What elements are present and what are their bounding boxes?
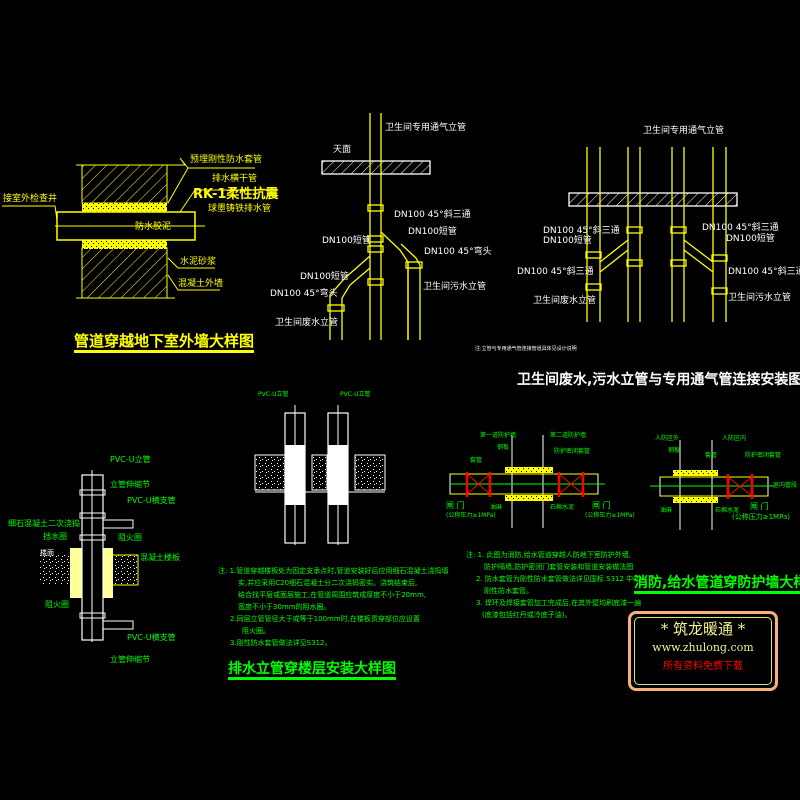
label-mortar: 水泥砂浆 xyxy=(180,257,217,267)
label-pressure: (公称压力≥1MPa) xyxy=(585,512,635,519)
note-line: 3. 焊环及焊接套管加工完成后,在其外壁均刷底漆一遍 xyxy=(476,599,642,607)
label-asbestos: 石棉水泥 xyxy=(550,504,575,511)
label-waste-riser-2: 卫生间废水立管 xyxy=(533,296,597,306)
label-wall1: 第一道防护墙 xyxy=(480,432,517,439)
label-pipe-l: 套管 xyxy=(470,457,483,464)
note-line: 刚性防水套管。 xyxy=(484,587,533,595)
title-wall-penetration: 管道穿越地下室外墙大样图 xyxy=(74,334,255,353)
note-line: 防护隔墙,防护密闭门套管安装和管道安装做法图 xyxy=(484,563,634,571)
riser-floor-section xyxy=(40,470,139,642)
label-pressure-r: (公称压力≥1MPa) xyxy=(732,513,791,521)
label-tee-r: DN100 45°斜三通 xyxy=(702,223,779,233)
protective-wall-detail-right xyxy=(650,440,775,530)
label-wall: 混凝土外墙 xyxy=(178,279,224,289)
label-vent-riser: 卫生间专用通气立管 xyxy=(385,123,467,133)
label-floor: 楼面 xyxy=(40,549,54,557)
title-vent-connection: 卫生间废水,污水立管与专用通气管连接安装图 xyxy=(517,372,800,388)
label-expansion-2: 立管伸缩节 xyxy=(110,655,150,664)
label-tee-r2: DN100 45°斜三通 xyxy=(728,267,800,277)
label-fine-concrete: 细石混凝土二次浇捣 xyxy=(8,519,80,528)
label-pressure-l: (公称压力≥1MPa) xyxy=(446,512,496,519)
label-valve: 闸 门 xyxy=(592,501,611,510)
label-sleeve-r: 防护密闭套管 xyxy=(745,452,782,459)
label-vent-riser-2: 卫生间专用通气立管 xyxy=(643,126,725,136)
zhulong-logo-box: * 筑龙暖通 * www.zhulong.com 所有资料免费下载 xyxy=(628,611,778,691)
label-short-l: DN100短管 xyxy=(543,236,592,246)
logo-url[interactable]: www.zhulong.com xyxy=(652,641,754,654)
label-valve-r: 闸 门 xyxy=(750,502,769,511)
label-plate-r: 钢板 xyxy=(668,447,681,454)
label-pvc-branch: PVC-U横支管 xyxy=(127,496,176,505)
label-short-pipe-l: DN100短管 xyxy=(322,236,371,246)
notes-floor: 注: 1.管道穿越楼板处为固定支承点时,管道安装好后应用细石混凝土浇捣填 实,并… xyxy=(218,565,449,649)
note-line: 2.同层立管管径大于或等于100mm时,在楼板贯穿部位应设置 xyxy=(230,615,420,623)
riser-slab-pair xyxy=(254,405,386,545)
label-pvc-branch-2: PVC-U横支管 xyxy=(127,633,176,642)
label-sleeve: 预埋刚性防水套管 xyxy=(190,155,263,165)
label-rk1: RK-1柔性抗震 xyxy=(193,187,279,202)
vent-connection-single xyxy=(321,113,431,340)
label-slab: 混凝土楼板 xyxy=(140,553,180,562)
label-short-r: DN100短管 xyxy=(726,234,775,244)
notes-protect: 注: 1. 此图为消防,给水管道穿越人防地下室防护外墙, 防护隔墙,防护密闭门套… xyxy=(466,549,641,621)
label-hemp-r: 油麻 xyxy=(660,507,673,514)
logo-name: * 筑龙暖通 * xyxy=(660,620,746,638)
label-sealant: 防水胶泥 xyxy=(135,222,172,232)
label-outside: 人防区外 xyxy=(655,435,680,442)
label-plate: 钢板 xyxy=(497,444,510,451)
label-waste-riser: 卫生间废水立管 xyxy=(275,318,339,328)
label-main-pipe: 排水横干管 xyxy=(212,174,258,184)
note-line: 注: 1. 此图为消防,给水管道穿越人防地下室防护外墙, xyxy=(466,551,631,559)
note-vent: 注:立管与专用通气管连接管道具体见设计说明 xyxy=(475,346,577,352)
note-line: 3.刚性防水套管做法详见S312。 xyxy=(230,639,332,647)
note-line: (底漆包括红丹或冷底子油)。 xyxy=(482,611,572,619)
label-tee-l: DN100 45°斜三通 xyxy=(543,226,620,236)
title-protective-wall: 消防,给水管道穿防护墙大样图 xyxy=(634,576,800,594)
label-hemp: 油麻 xyxy=(490,504,503,511)
note-line: 2. 防水套管为刚性防水套管做法详见国标 S312 中的 xyxy=(476,575,641,583)
vent-connection-double xyxy=(568,147,738,322)
label-valve-l: 闸 门 xyxy=(446,501,465,510)
label-water-ring: 挡水圈 xyxy=(43,532,67,541)
label-tee: DN100 45°斜三通 xyxy=(394,210,471,220)
label-pvc-riser: PVC-U立管 xyxy=(110,455,151,464)
label-fire-collar: 阻火圈 xyxy=(118,533,142,542)
label-fire-collar-2: 阻火圈 xyxy=(45,600,69,609)
note-line: 结合找平层或面层施工,在管道周围应筑成厚度不小于20mm, xyxy=(238,591,426,599)
protective-wall-detail-left xyxy=(449,435,605,528)
label-elbow-l: DN100 45°弯头 xyxy=(270,289,338,299)
label-short-pipe-l2: DN100短管 xyxy=(300,272,349,282)
label-cast-iron: 球墨铸铁排水管 xyxy=(208,204,272,214)
note-line: 实,并应采用C20细石混凝土分二次浇捣密实。浇筑结束后, xyxy=(238,579,418,587)
label-elbow-r: DN100 45°弯头 xyxy=(424,247,492,257)
label-pvc-riser-l: PVC-U立管 xyxy=(258,391,289,398)
note-line: 宽度不小于30mm的阻水圈。 xyxy=(238,603,331,611)
label-inside: 人防区内 xyxy=(722,435,747,442)
label-pvc-riser-r: PVC-U立管 xyxy=(340,391,371,398)
label-expansion: 立管伸缩节 xyxy=(110,480,150,489)
label-pipe-r: 套管 xyxy=(705,452,718,459)
label-sleeve-l: 防护密闭套管 xyxy=(554,448,591,455)
label-roof: 天面 xyxy=(333,145,352,155)
wall-penetration-detail xyxy=(2,157,270,299)
label-sewage-riser-2: 卫生间污水立管 xyxy=(728,293,792,303)
label-sewage-riser: 卫生间污水立管 xyxy=(423,282,487,292)
label-tee-l2: DN100 45°斜三通 xyxy=(517,267,594,277)
label-short-pipe-r: DN100短管 xyxy=(408,227,457,237)
label-wall2: 第二道防护墙 xyxy=(550,432,587,439)
logo-slogan: 所有资料免费下载 xyxy=(663,661,743,672)
label-manhole: 接室外检查井 xyxy=(3,194,58,204)
label-indoor: 室内管段 xyxy=(773,482,798,489)
note-line: 注: 1.管道穿越楼板处为固定支承点时,管道安装好后应用细石混凝土浇捣填 xyxy=(218,567,449,575)
note-line: 阻火圈。 xyxy=(242,627,270,635)
label-asbestos-r: 石棉水泥 xyxy=(715,507,740,514)
title-floor-riser: 排水立管穿楼层安装大样图 xyxy=(228,662,396,680)
